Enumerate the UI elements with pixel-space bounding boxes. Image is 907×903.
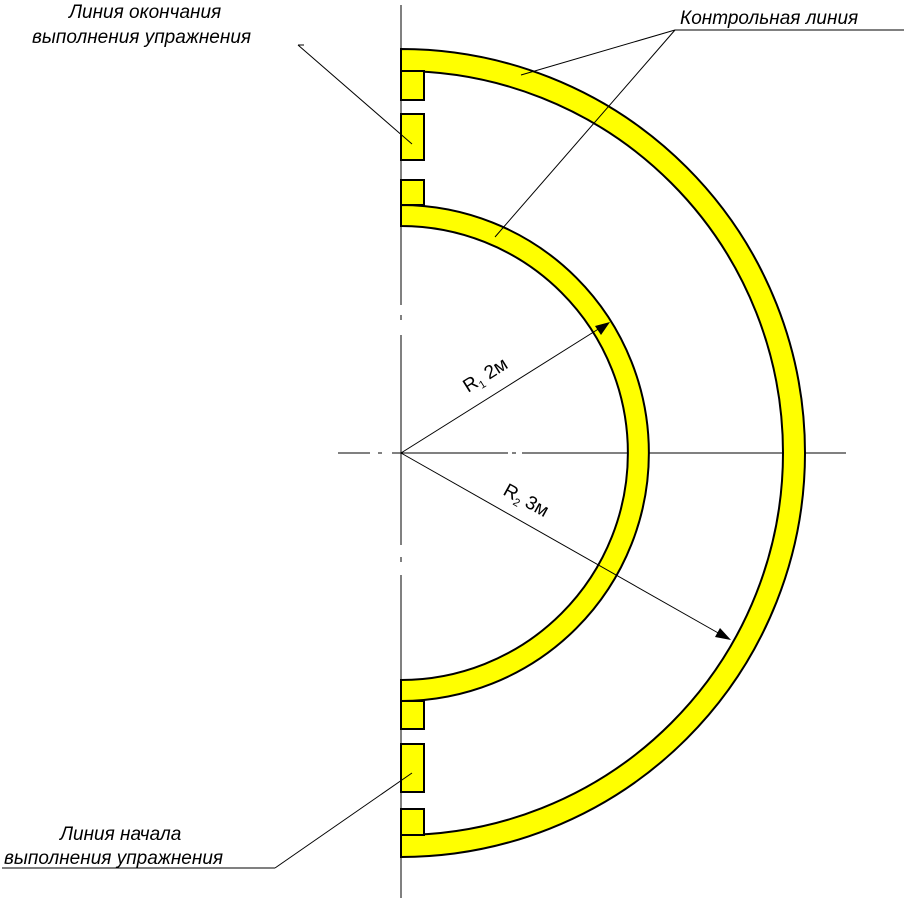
r1-label: R12м (460, 354, 513, 399)
r1-radius-line (400, 327, 601, 454)
finish-leader-line (297, 44, 413, 145)
r1-arrowhead (595, 322, 610, 335)
r2-radius-line (400, 452, 721, 635)
finish-block-middle (400, 113, 425, 161)
r2-arrowhead (715, 628, 731, 640)
start-leader-line (274, 772, 413, 869)
start-block-bottom (400, 808, 425, 836)
svg-text:R12м: R12м (460, 354, 513, 399)
control-line-label: Контрольная линия (680, 8, 858, 29)
finish-block-top (400, 70, 425, 101)
start-block-top (400, 700, 425, 730)
control-leader-outer (520, 29, 676, 76)
finish-block-bottom (400, 179, 425, 206)
svg-text:R23м: R23м (499, 480, 553, 524)
outer-control-ring (400, 47, 806, 859)
r1-subscript: 1 (477, 378, 489, 391)
start-line-label-2: выполнения упражнения (4, 848, 223, 869)
finish-line-label-1: Линия окончания (67, 2, 221, 23)
control-leader-inner (494, 29, 676, 238)
start-line-label-1: Линия начала (58, 824, 181, 845)
r1-value: 2м (481, 354, 512, 384)
r2-label: R23м (499, 480, 553, 524)
start-block-middle (400, 743, 425, 793)
finish-line-label-2: выполнения упражнения (32, 27, 251, 48)
r2-subscript: 2 (511, 496, 522, 509)
r2-value: 3м (521, 492, 552, 522)
